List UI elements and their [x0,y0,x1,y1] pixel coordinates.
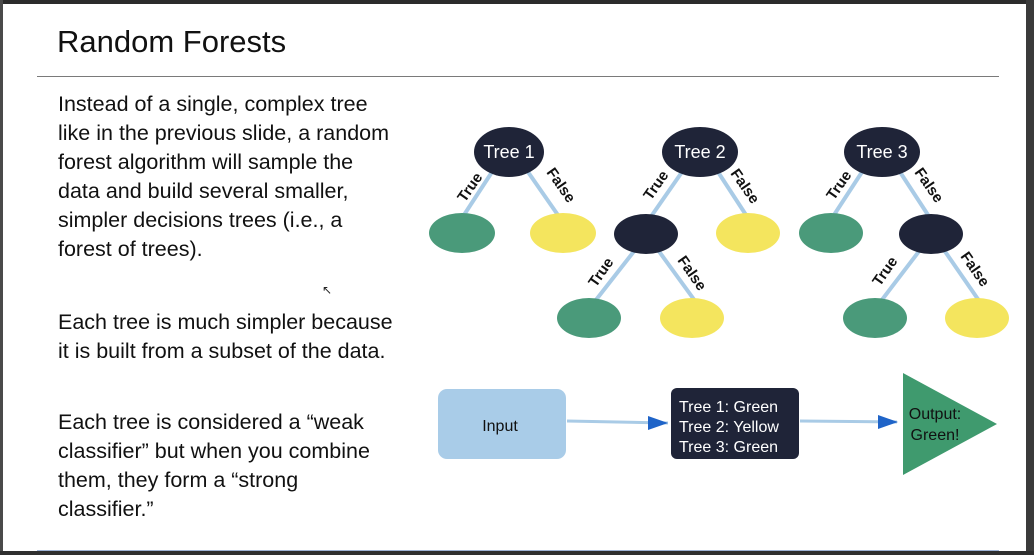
tree-3-sub-leaf-yellow [945,298,1009,338]
output-label-line2: Green! [911,427,960,444]
tree-2-sub-false-label: False [674,253,710,294]
tree-3-true-edge [830,170,864,220]
title-divider [37,76,999,77]
tree-3-label: Tree 3 [856,142,907,162]
tree-2-sub-false-edge [656,248,700,307]
window-right-edge [1026,0,1034,555]
tree-1: Tree 1 True False [429,127,596,253]
tree-1-leaf-green [429,213,495,253]
tree-2-leaf-yellow [716,213,780,253]
output-label-line1: Output: [909,406,961,423]
tree-3-root-node [844,127,920,177]
aggregation-flow: Input Tree 1: Green Tree 2: Yellow Tree … [438,373,997,475]
tree-3-sub-true-edge [876,248,922,307]
tree-3-false-edge [898,170,932,220]
tree-3: Tree 3 True False True False [799,127,1009,338]
result-tree-1: Tree 1: Green [679,399,778,416]
tree-2-sub-true-edge [590,248,637,307]
window-top-edge [0,0,1034,4]
tree-3-decision-node [899,214,963,254]
tree-3-leaf-green [799,213,863,253]
tree-2-true-edge [648,170,684,220]
bottom-divider [37,550,999,551]
result-tree-3: Tree 3: Green [679,439,778,456]
result-tree-2: Tree 2: Yellow [679,419,779,436]
tree-2-sub-leaf-green [557,298,621,338]
tree-1-leaf-yellow [530,213,596,253]
tree-results-box [671,388,799,459]
input-label: Input [482,418,518,435]
tree-1-root-node [474,127,544,177]
arrow-output-head-icon [878,415,898,429]
window-bottom-edge [0,551,1034,555]
paragraph-simpler: Each tree is much simpler because it is … [58,310,393,363]
mouse-cursor-icon: ↖ [322,283,333,297]
tree-2-false-edge [716,170,750,220]
tree-1-label: Tree 1 [483,142,534,162]
tree-2-sub-true-label: True [585,255,617,291]
tree-1-true-edge [460,170,494,220]
tree-2-true-label: True [640,168,672,204]
tree-3-sub-false-label: False [957,249,993,290]
tree-2-decision-node [614,214,678,254]
output-triangle [903,373,997,475]
tree-2-label: Tree 2 [674,142,725,162]
tree-1-false-edge [526,170,562,220]
tree-3-sub-false-edge [942,248,984,307]
slide-title: Random Forests [57,24,287,59]
tree-2-root-node [662,127,738,177]
tree-3-true-label: True [823,168,855,204]
tree-2-sub-leaf-yellow [660,298,724,338]
tree-2-false-label: False [727,166,763,207]
paragraph-intro: Instead of a single, complex tree like i… [58,92,390,261]
input-box [438,389,566,459]
paragraph-weak-classifier: Each tree is considered a “weak classifi… [58,410,370,521]
tree-3-sub-leaf-green [843,298,907,338]
arrow-input-head-icon [648,416,668,430]
window-left-edge [0,0,3,555]
